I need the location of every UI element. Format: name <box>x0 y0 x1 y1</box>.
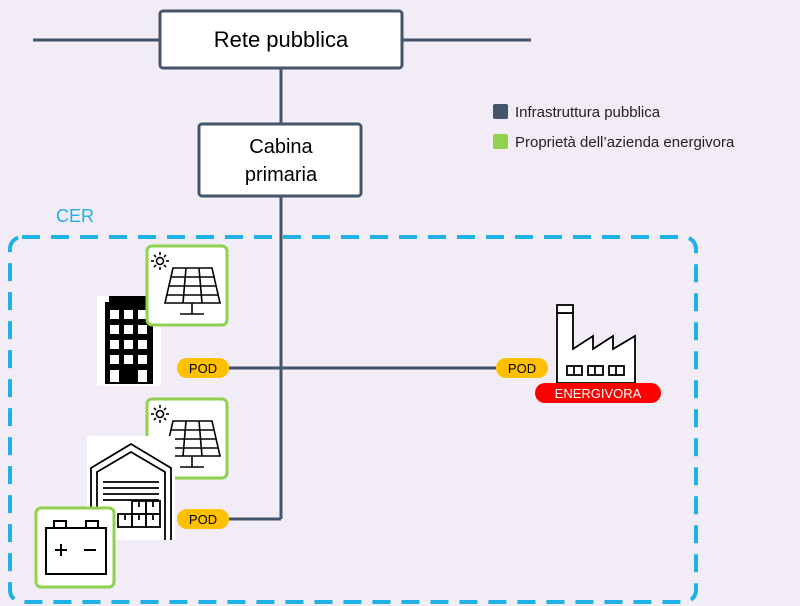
legend-swatch-public <box>493 104 508 119</box>
pod-factory-label: POD <box>508 361 536 376</box>
energivora-label: ENERGIVORA <box>555 386 642 401</box>
factory-icon <box>556 304 636 384</box>
pod-building: POD <box>177 358 229 378</box>
cer-boundary: CER <box>8 206 698 604</box>
pod-factory: POD <box>496 358 548 378</box>
legend-label-owned: Proprietà dell’azienda energivora <box>515 134 735 151</box>
pod-warehouse: POD <box>177 509 229 529</box>
pod-building-label: POD <box>189 361 217 376</box>
rete-pubblica-box <box>158 9 404 70</box>
pod-warehouse-bg <box>177 509 229 529</box>
cer-dashed-border <box>8 235 698 604</box>
office-building-icon <box>97 296 161 386</box>
legend-swatch-owned <box>493 134 508 149</box>
energivora-badge: ENERGIVORA <box>535 383 661 403</box>
warehouse-icon <box>87 436 175 540</box>
solar-panel-icon <box>145 244 229 327</box>
rete-pubblica-node: Rete pubblica <box>158 9 404 70</box>
cabina-primaria-node: Cabina primaria <box>197 122 363 198</box>
cer-label: CER <box>56 206 94 226</box>
pod-warehouse-label: POD <box>189 512 217 527</box>
rete-pubblica-label: Rete pubblica <box>214 27 349 52</box>
legend-label-public: Infrastruttura pubblica <box>515 104 661 121</box>
energivora-badge-bg <box>535 383 661 403</box>
pod-factory-bg <box>496 358 548 378</box>
cabina-label-line1: Cabina <box>249 136 313 158</box>
legend: Infrastruttura pubblica Proprietà dell’a… <box>493 104 735 151</box>
pod-building-bg <box>177 358 229 378</box>
cabina-label-line2: primaria <box>245 164 318 186</box>
grid-lines <box>33 38 531 521</box>
cabina-primaria-box <box>197 122 363 198</box>
battery-frame <box>34 506 116 589</box>
battery-icon <box>34 506 116 589</box>
